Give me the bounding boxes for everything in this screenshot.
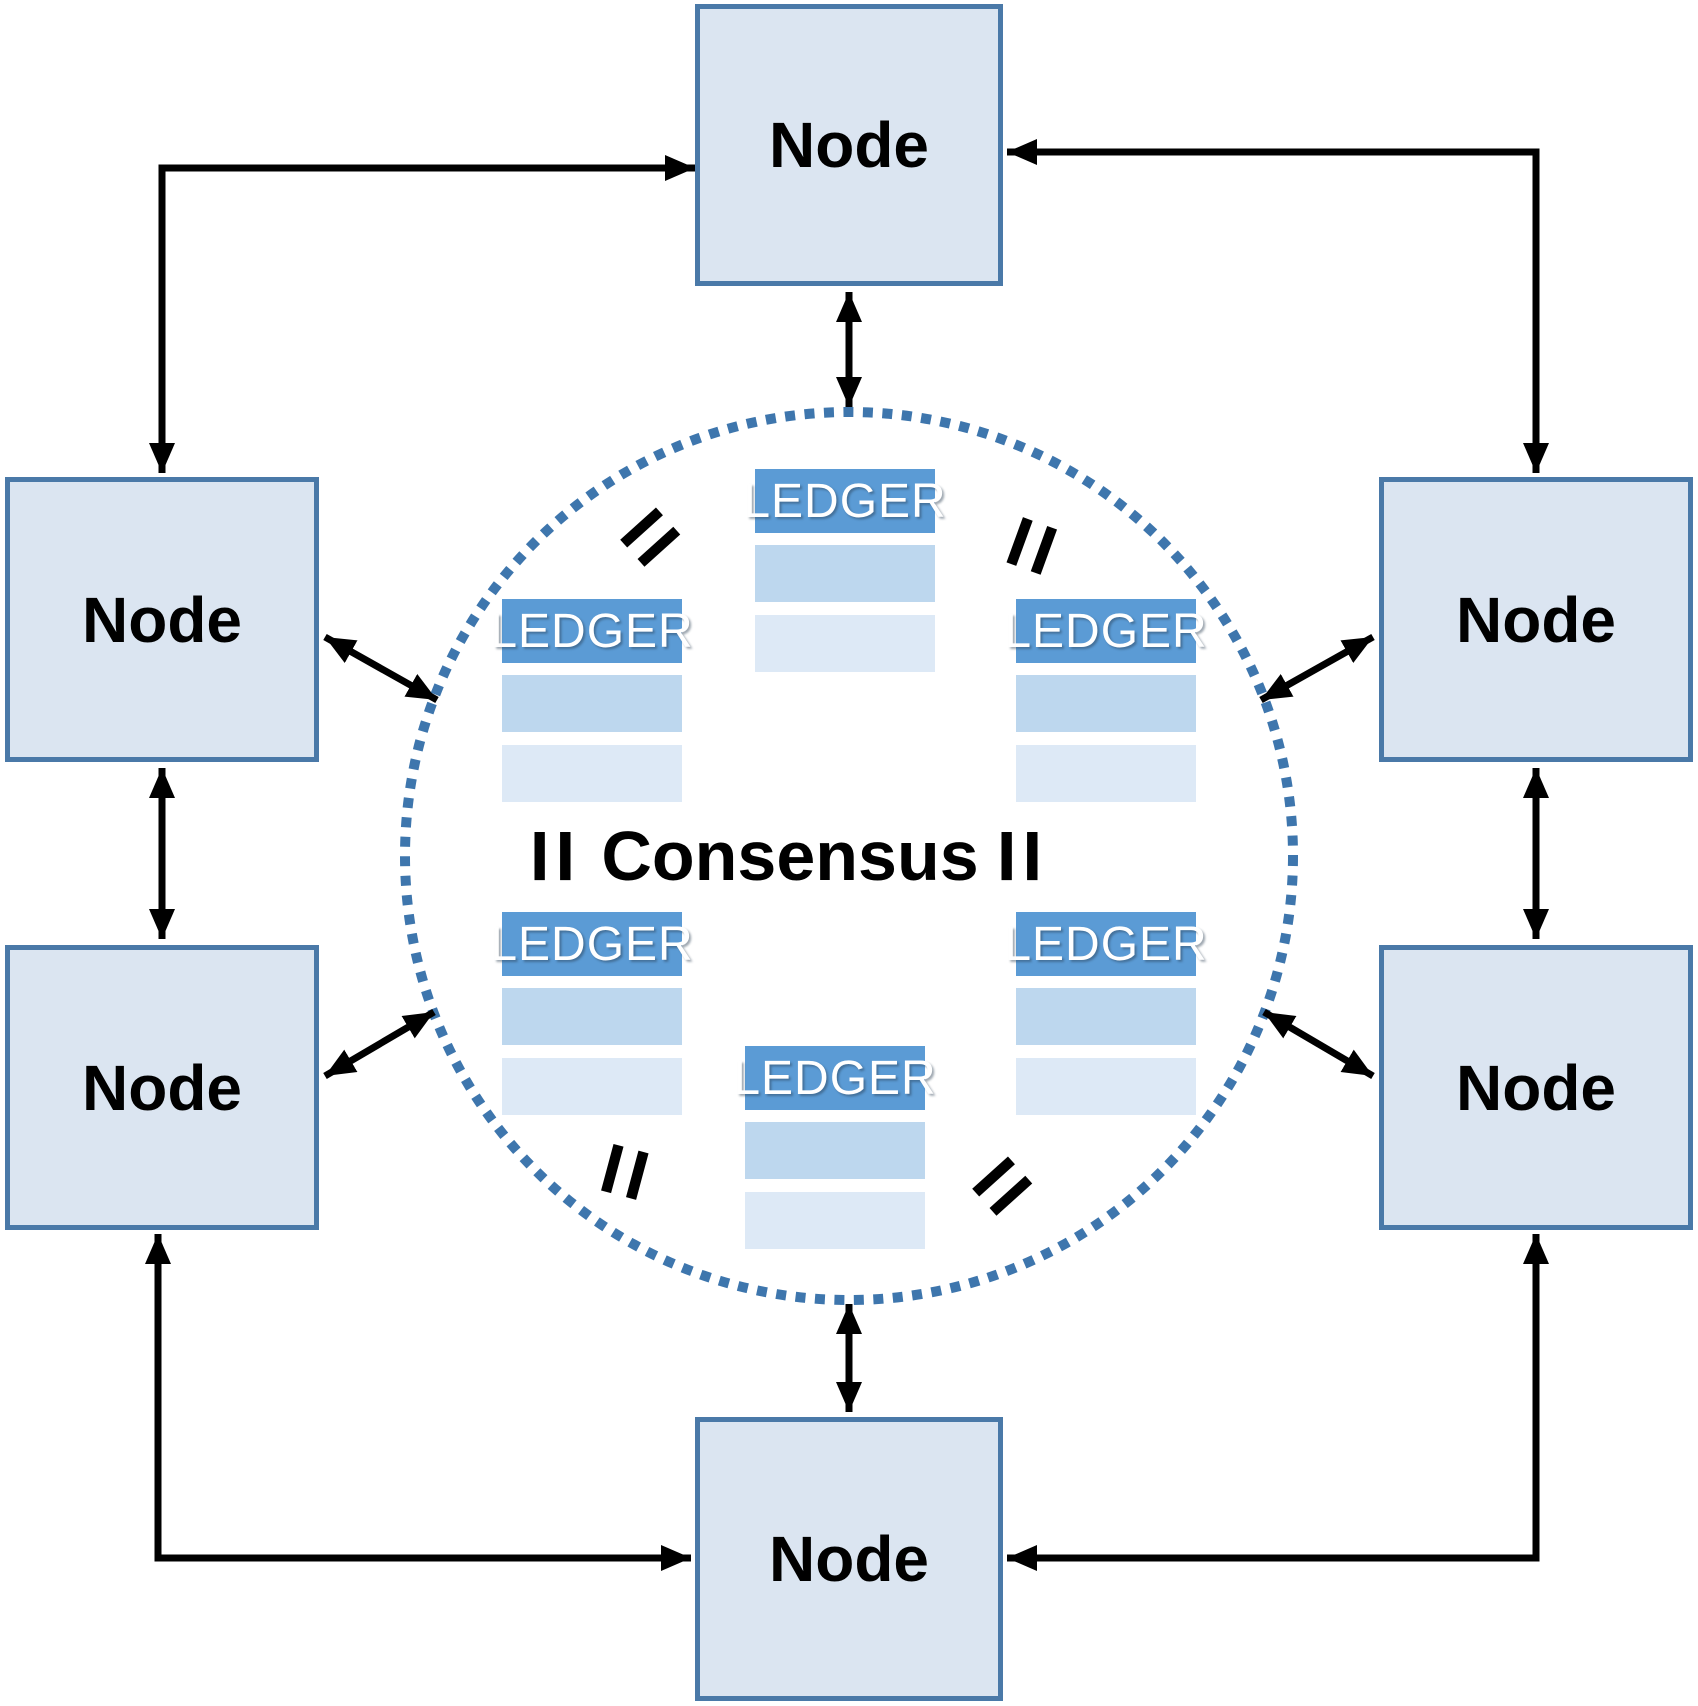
- equals-sign-middle-left: =: [500, 827, 607, 885]
- node-box-left-upper: Node: [5, 477, 319, 762]
- ledger-row: [502, 988, 682, 1045]
- connector-top-left-L: [149, 155, 695, 473]
- ledger-header: LEDGER: [743, 469, 946, 533]
- ledger-upper-left: LEDGER: [490, 599, 693, 802]
- ledger-lower-right: LEDGER: [1004, 912, 1207, 1115]
- consensus-circle-border: [400, 407, 1298, 1305]
- node-box-bottom: Node: [695, 1417, 1003, 1701]
- ledger-row: [755, 615, 935, 672]
- ledger-header: LEDGER: [490, 912, 693, 976]
- node-label: Node: [769, 109, 929, 181]
- node-box-top: Node: [695, 4, 1003, 286]
- ledger-upper-right: LEDGER: [1004, 599, 1207, 802]
- ledger-row: [1016, 745, 1196, 802]
- ledger-lower-left: LEDGER: [490, 912, 693, 1115]
- ledger-row: [502, 675, 682, 732]
- node-box-right-upper: Node: [1379, 477, 1693, 762]
- connector-left-upper-circle: [323, 633, 439, 704]
- node-box-left-lower: Node: [5, 945, 319, 1230]
- ledger-row: [755, 545, 935, 602]
- ledger-header: LEDGER: [1004, 599, 1207, 663]
- connector-top-right-L: [1007, 139, 1549, 473]
- ledger-row: [502, 1058, 682, 1115]
- ledger-header: LEDGER: [490, 599, 693, 663]
- ledger-header: LEDGER: [733, 1046, 936, 1110]
- connector-right-upper-circle: [1259, 633, 1375, 704]
- node-box-right-lower: Node: [1379, 945, 1693, 1230]
- ledger-top-center: LEDGER: [743, 469, 946, 672]
- ledger-row: [502, 745, 682, 802]
- node-label: Node: [1456, 1051, 1616, 1124]
- connector-right-lower-circle: [1262, 1008, 1375, 1080]
- ledger-row: [745, 1192, 925, 1249]
- ledger-row: [1016, 1058, 1196, 1115]
- equals-sign-middle-right: =: [967, 827, 1074, 885]
- ledger-row: [745, 1122, 925, 1179]
- connector-bottom-left-L: [145, 1234, 691, 1571]
- node-label: Node: [1456, 583, 1616, 656]
- consensus-title: Consensus: [601, 817, 979, 895]
- ledger-row: [1016, 675, 1196, 732]
- connector-left-lower-circle: [323, 1008, 436, 1080]
- node-label: Node: [769, 1523, 929, 1595]
- ledger-row: [1016, 988, 1196, 1045]
- node-label: Node: [82, 583, 242, 656]
- ledger-bottom-center: LEDGER: [733, 1046, 936, 1249]
- ledger-header: LEDGER: [1004, 912, 1207, 976]
- connector-bottom-right-L: [1007, 1234, 1549, 1571]
- node-label: Node: [82, 1051, 242, 1124]
